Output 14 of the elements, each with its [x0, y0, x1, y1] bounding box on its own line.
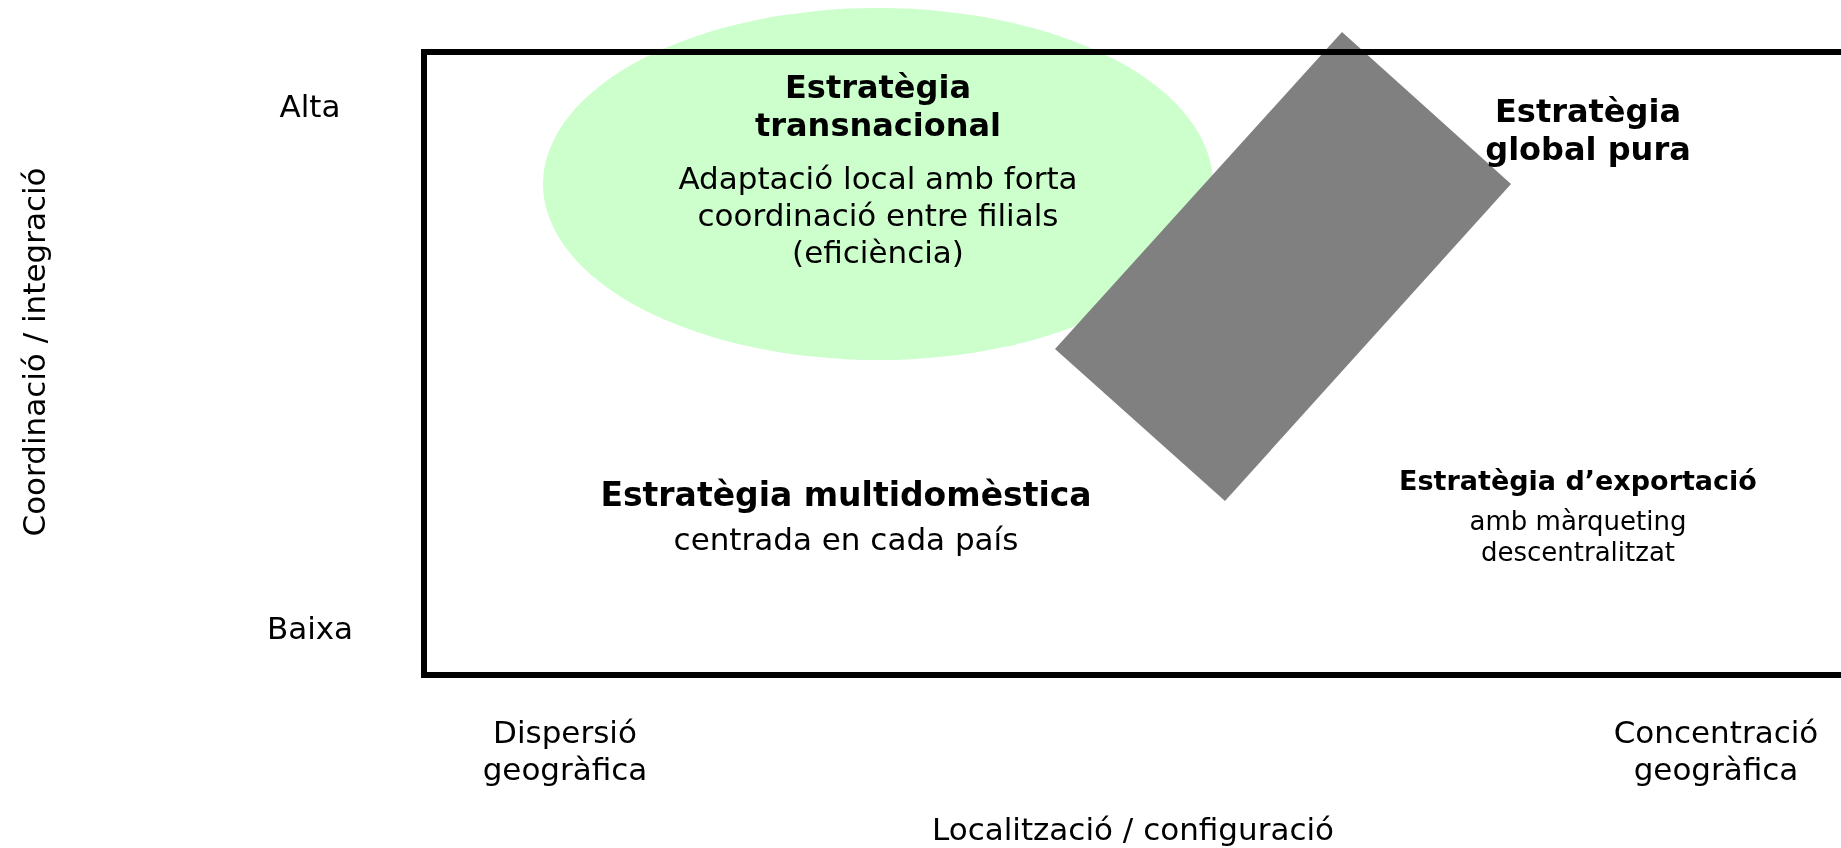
node-heading: Estratègia transnacional	[753, 67, 1003, 145]
strategy-ellipse	[543, 8, 1213, 360]
axis-label: Concentració geogràfica	[1612, 713, 1820, 789]
quadrant-description: amb màrqueting descentralitzat	[1468, 505, 1688, 569]
axis-label: Dispersió geogràfica	[481, 713, 649, 789]
axis-label: Alta	[278, 88, 342, 126]
quadrant-heading: Estratègia d’exportació	[1398, 464, 1758, 498]
axis-label: Baixa	[265, 610, 355, 648]
quadrant-heading: Estratègia multidomèstica	[599, 475, 1093, 515]
quadrant-description: centrada en cada país	[672, 521, 1020, 559]
node-description: Adaptació local amb forta coordinació entre filials (eficiència)	[677, 160, 1079, 272]
axis-title: Coordinació / integració	[16, 167, 54, 537]
axis-title: Localització / configuració	[931, 811, 1335, 848]
quadrant-heading: Estratègia global pura	[1484, 91, 1692, 169]
